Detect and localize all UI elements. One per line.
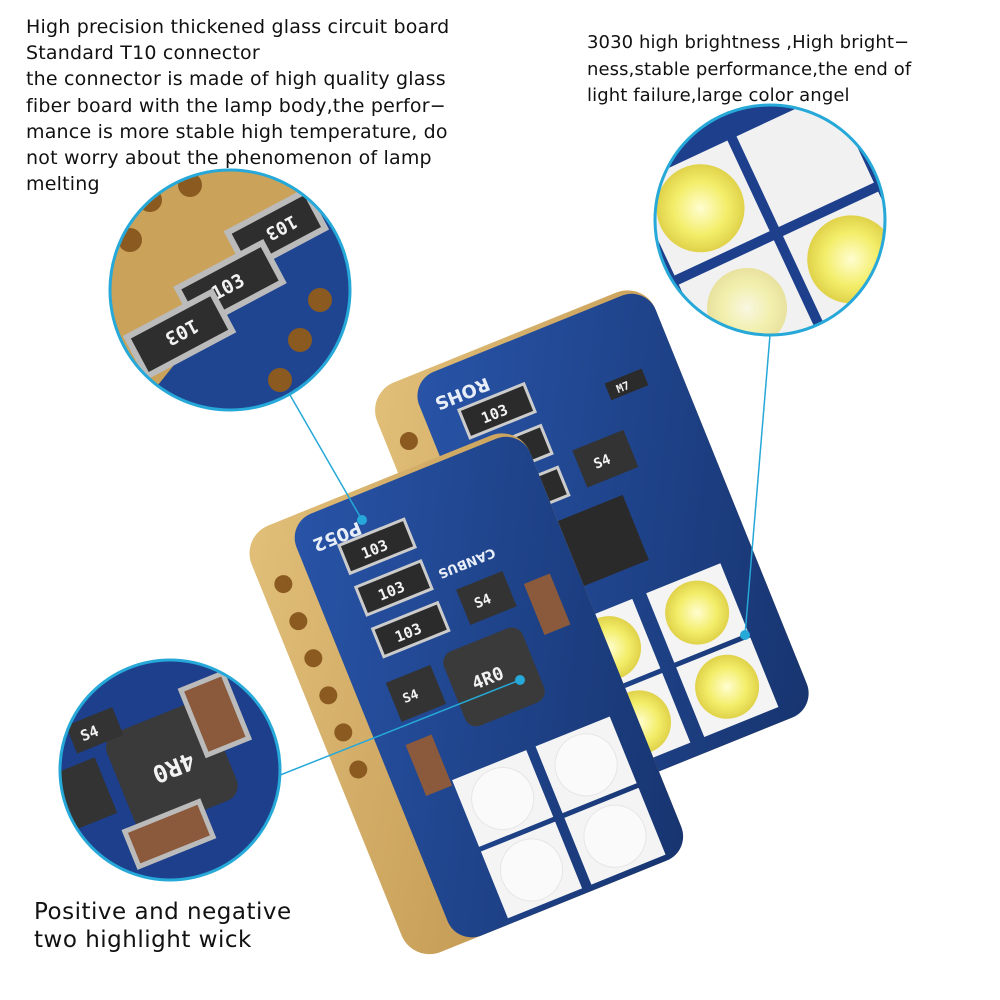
svg-text:M7: M7 — [614, 379, 631, 396]
resistor: 103 — [370, 600, 451, 659]
circuit-board-caption: High precision thickened glass circuit b… — [26, 16, 450, 196]
led-brightness-caption: 3030 high brightness ,High bright− ness,… — [587, 32, 912, 106]
zoom-inductor: 4R0 S4 — [58, 658, 282, 882]
zoom-resistors: 103 103 103 — [108, 168, 352, 412]
svg-text:S4: S4 — [591, 452, 613, 473]
inductor: 4R0 — [443, 627, 545, 727]
resistor: 103 — [456, 381, 538, 440]
svg-text:S4: S4 — [401, 687, 421, 707]
svg-text:S4: S4 — [78, 722, 101, 745]
diode: S4 — [385, 664, 447, 722]
led-chips — [452, 716, 666, 919]
diode: S4 — [456, 571, 517, 626]
gold-pad-holes — [274, 575, 368, 779]
callout-dots — [357, 515, 750, 685]
resistor: 103 — [336, 517, 418, 576]
callout-lines — [254, 334, 771, 786]
resistor: 103 — [353, 558, 434, 617]
left-led-board: P052 103 103 103 CANBUS S4 S4 4R0 — [249, 433, 684, 955]
svg-text:S4: S4 — [472, 591, 494, 612]
zoom-led-chips — [653, 103, 887, 337]
capacitor — [405, 573, 571, 797]
small-part: M7 — [604, 368, 649, 401]
wick-caption: Positive and negative two highlight wick — [34, 899, 292, 953]
diode: S4 — [572, 429, 639, 488]
